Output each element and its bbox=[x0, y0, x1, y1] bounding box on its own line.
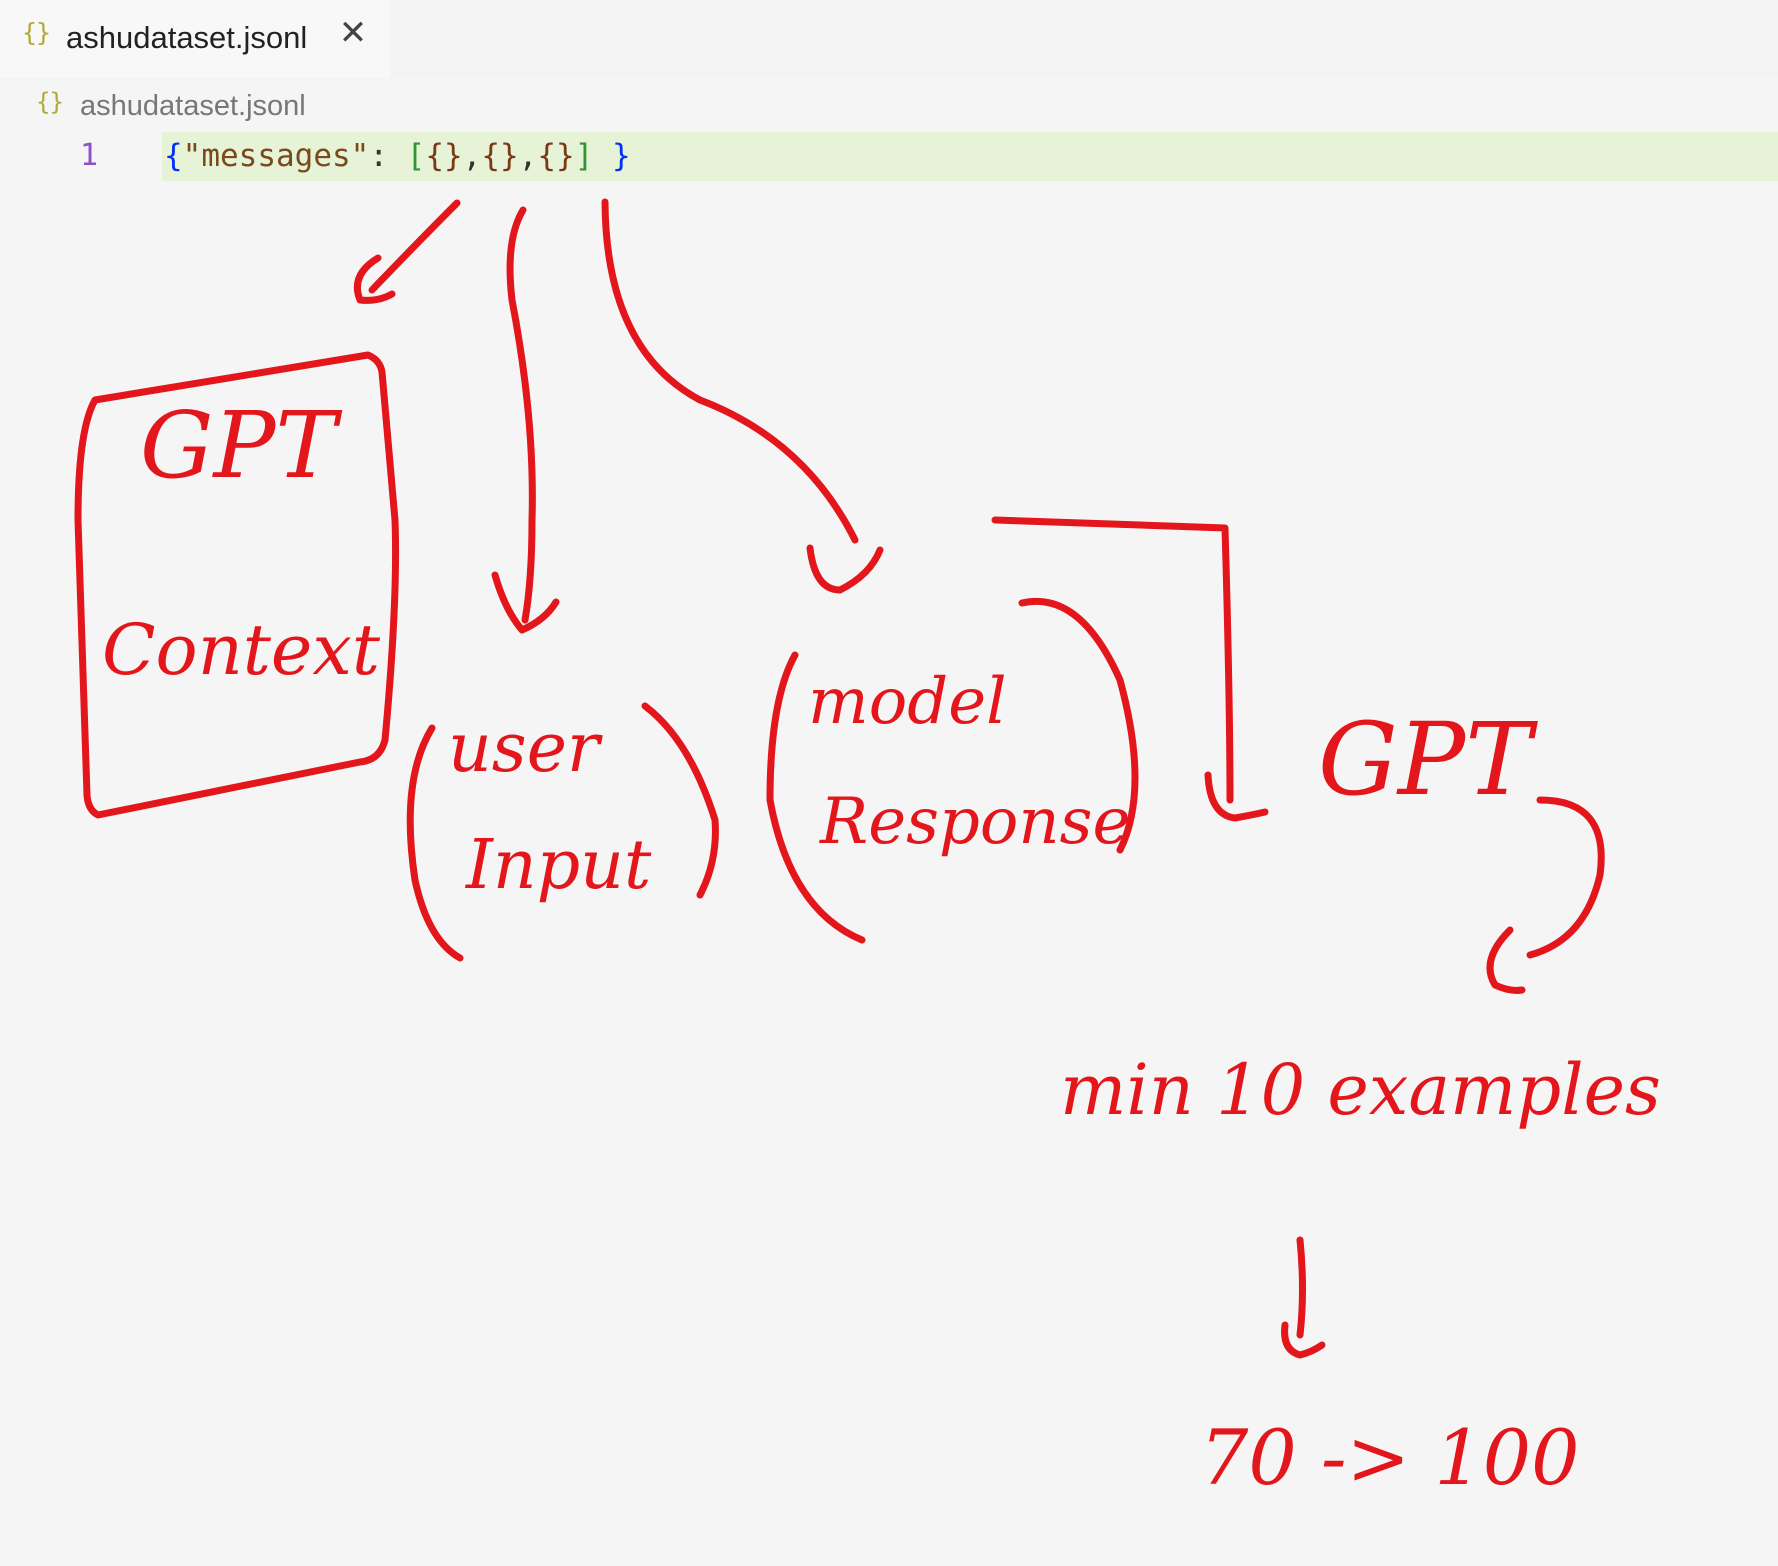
token-comma-2: , bbox=[518, 138, 538, 174]
annotation-user-input-line2: Input bbox=[466, 826, 652, 905]
tab-bar: {} ashudataset.jsonl ✕ bbox=[0, 0, 1778, 78]
token-object-2: {} bbox=[481, 138, 519, 174]
token-object-1: {} bbox=[425, 138, 463, 174]
annotation-min-examples: min 10 examples bbox=[1060, 1049, 1661, 1131]
token-key-messages: "messages" bbox=[182, 138, 370, 174]
arrow-to-user-input bbox=[506, 206, 536, 624]
token-space bbox=[593, 138, 612, 174]
annotation-gpt-context-line1: GPT bbox=[140, 392, 337, 499]
annotation-model-response-line2: Response bbox=[820, 785, 1131, 859]
breadcrumb: {} ashudataset.jsonl bbox=[0, 78, 1778, 128]
annotation-model-response-line1: model bbox=[808, 665, 1007, 739]
tab-ashudataset[interactable]: {} ashudataset.jsonl ✕ bbox=[0, 0, 390, 78]
tab-title[interactable]: ashudataset.jsonl bbox=[66, 20, 308, 55]
user-input-close-paren bbox=[641, 702, 719, 899]
annotation-gpt: GPT bbox=[1318, 701, 1532, 818]
code-text[interactable]: {"messages": [{},{},{}] } bbox=[164, 138, 631, 174]
close-icon[interactable]: ✕ bbox=[338, 14, 368, 52]
token-close-brace: } bbox=[611, 138, 631, 174]
annotation-user-input-line1: user bbox=[448, 709, 600, 788]
breadcrumb-file-label[interactable]: ashudataset.jsonl bbox=[80, 90, 306, 122]
arrow-to-range-head bbox=[1281, 1321, 1326, 1359]
annotation-range: 70 -> 100 bbox=[1200, 1413, 1580, 1502]
arrow-to-model-response bbox=[601, 198, 859, 544]
arrow-to-user-input-head bbox=[491, 571, 560, 634]
token-comma-1: , bbox=[462, 138, 482, 174]
token-close-bracket: ] bbox=[574, 138, 594, 174]
arrow-to-gpt bbox=[991, 516, 1234, 804]
token-open-bracket: [ bbox=[406, 138, 426, 174]
json-file-icon: {} bbox=[36, 88, 64, 116]
current-line-highlight bbox=[162, 132, 1778, 181]
arrow-to-context-head bbox=[353, 254, 396, 304]
loop-arrow-head bbox=[1486, 926, 1526, 994]
arrow-to-range bbox=[1296, 1236, 1306, 1339]
token-object-3: {} bbox=[537, 138, 575, 174]
token-colon: : bbox=[369, 138, 407, 174]
arrow-to-model-response-head bbox=[806, 544, 884, 594]
token-open-brace: { bbox=[164, 138, 183, 174]
annotation-gpt-context-line2: Context bbox=[102, 609, 380, 691]
loop-arrow bbox=[1526, 796, 1605, 959]
arrow-to-gpt-head bbox=[1204, 771, 1269, 822]
json-file-icon: {} bbox=[22, 18, 51, 47]
line-number: 1 bbox=[80, 138, 99, 173]
code-line-1[interactable]: 1 {"messages": [{},{},{}] } bbox=[0, 130, 1778, 182]
arrow-to-context bbox=[368, 199, 461, 294]
